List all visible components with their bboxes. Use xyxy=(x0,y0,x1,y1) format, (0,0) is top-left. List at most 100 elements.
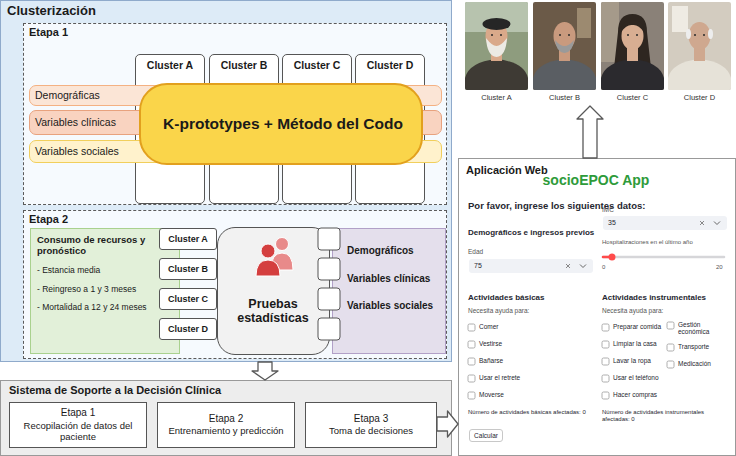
portrait-photo xyxy=(668,2,731,90)
label-text: Actividades básicas xyxy=(468,293,544,302)
text-block: Cluster C xyxy=(283,59,351,75)
node-graphic xyxy=(601,2,664,106)
text-block: Demográficas xyxy=(35,86,139,105)
label-box: Número de actividades básicas afectadas:… xyxy=(468,409,596,416)
label-text: 20 xyxy=(716,264,723,271)
dropdown-chevron xyxy=(580,265,586,268)
torso xyxy=(668,59,731,90)
photo-window xyxy=(577,8,591,38)
portrait-card: Cluster A xyxy=(465,2,528,106)
method-box: K-prototypes + Método del Codo xyxy=(139,83,423,165)
person-head xyxy=(276,238,289,251)
label-text: Demográficos e ingresos previos xyxy=(468,228,594,237)
cluster-box: Cluster A xyxy=(159,228,217,250)
node-heading: Cluster B xyxy=(168,264,208,274)
node-graphic xyxy=(668,2,731,106)
node-heading: Demográficos xyxy=(347,245,414,257)
decision-panel: Sistema de Soporte a la Decisión Clínica… xyxy=(0,380,452,456)
text-block: Cluster A xyxy=(136,59,204,75)
node-heading: Cluster C xyxy=(168,294,208,304)
step-box: Etapa 3Toma de decisiones xyxy=(305,402,437,448)
label-box: Comer xyxy=(479,323,499,330)
node-graphic xyxy=(218,228,331,356)
web-app-panel: Aplicación Web3575CalcularsocioEPOC AppP… xyxy=(458,158,736,456)
node-heading: Variables sociales xyxy=(35,145,119,157)
photo-background xyxy=(601,2,664,90)
text-block: Variables clínicas xyxy=(35,111,139,134)
node-heading: Calcular xyxy=(474,432,498,439)
node-text: Variables sociales xyxy=(347,300,433,312)
checkbox xyxy=(468,358,475,365)
text-block: 35 xyxy=(608,216,688,230)
label-box: Número de actividades instrumentales afe… xyxy=(602,409,730,423)
label-text: Por favor, ingrese los siguientes datos: xyxy=(468,201,645,212)
label-box: Transporte xyxy=(678,343,709,350)
torso xyxy=(601,59,664,90)
label-box: Usar el retrete xyxy=(479,374,520,381)
eye xyxy=(703,34,705,36)
label-box: Demográficos e ingresos previos xyxy=(468,228,594,237)
label-box: Moverse xyxy=(479,391,504,398)
side-hair xyxy=(708,29,713,39)
label-box: Hospitalizaciones en el último año xyxy=(602,239,693,246)
select-field: 75 xyxy=(469,259,593,273)
node-heading: Cluster A xyxy=(168,234,208,244)
label-text: Transporte xyxy=(678,343,709,350)
outcome-box: Consumo de recursos y pronóstico- Estanc… xyxy=(30,228,180,354)
text-block: Cluster C xyxy=(160,289,216,309)
node-heading: Pruebas estadísticas xyxy=(224,297,322,326)
eye xyxy=(568,34,570,36)
torso xyxy=(465,59,528,90)
text-block: Cluster A xyxy=(465,92,528,105)
photo-window xyxy=(672,6,688,32)
checkbox xyxy=(667,361,674,368)
face xyxy=(689,22,711,50)
label-box: Lavar la ropa xyxy=(613,357,651,364)
node-heading: Consumo de recursos y pronóstico xyxy=(37,235,159,257)
node-heading: Aplicación Web xyxy=(466,164,548,177)
label-text: IMC xyxy=(602,206,614,213)
label-text: Número de actividades instrumentales afe… xyxy=(602,409,730,423)
label-box: Bañarse xyxy=(479,357,503,364)
node-text: Variables clínicas xyxy=(347,273,430,285)
beard xyxy=(486,38,507,57)
photo-background xyxy=(465,2,528,90)
label-text: Gestión económica xyxy=(678,321,718,336)
cluster-panel: ClusterizaciónEtapa 1Cluster ACluster BC… xyxy=(0,0,452,362)
connector-tab xyxy=(318,228,340,250)
node-graphic xyxy=(465,2,528,106)
node-text: Recopilación de datos del paciente xyxy=(13,421,143,443)
node-heading: Cluster B xyxy=(221,59,268,71)
text-block: Cluster D xyxy=(356,59,424,75)
node-heading: Cluster D xyxy=(367,59,414,71)
node-heading: Cluster C xyxy=(294,59,341,71)
text-block: Clusterización xyxy=(7,4,307,22)
node-graphic xyxy=(469,259,593,273)
node-heading: Etapa 3 xyxy=(354,413,388,425)
text-block: Cluster D xyxy=(668,92,731,105)
label-box: Edad xyxy=(468,248,483,255)
text-block: Cluster B xyxy=(210,59,278,75)
checkbox xyxy=(468,392,475,399)
text-block: Cluster D xyxy=(160,319,216,339)
checkbox xyxy=(602,375,609,382)
stats-box: Pruebas estadísticas xyxy=(217,227,330,355)
node-heading: Etapa 2 xyxy=(29,213,68,226)
text-block: 75 xyxy=(474,259,554,273)
node-heading: Cluster A xyxy=(147,59,193,71)
portrait-photo xyxy=(601,2,664,90)
label-box: Por favor, ingrese los siguientes datos: xyxy=(468,201,645,212)
label-box: Actividades instrumentales xyxy=(602,293,706,302)
label-box: Preparar comida xyxy=(613,323,661,330)
label-box: Necesita ayuda para: xyxy=(468,307,529,314)
label-text: Hacer compras xyxy=(613,391,657,398)
eye xyxy=(636,34,638,36)
eye xyxy=(491,34,493,36)
text-block: DemográficosVariables clínicasVariables … xyxy=(347,245,443,345)
text-block: K-prototypes + Método del Codo xyxy=(149,85,417,163)
checkbox xyxy=(602,358,609,365)
eye xyxy=(559,34,561,36)
connector-tab xyxy=(318,258,340,280)
clear-icon xyxy=(566,264,570,268)
checkbox xyxy=(602,324,609,331)
